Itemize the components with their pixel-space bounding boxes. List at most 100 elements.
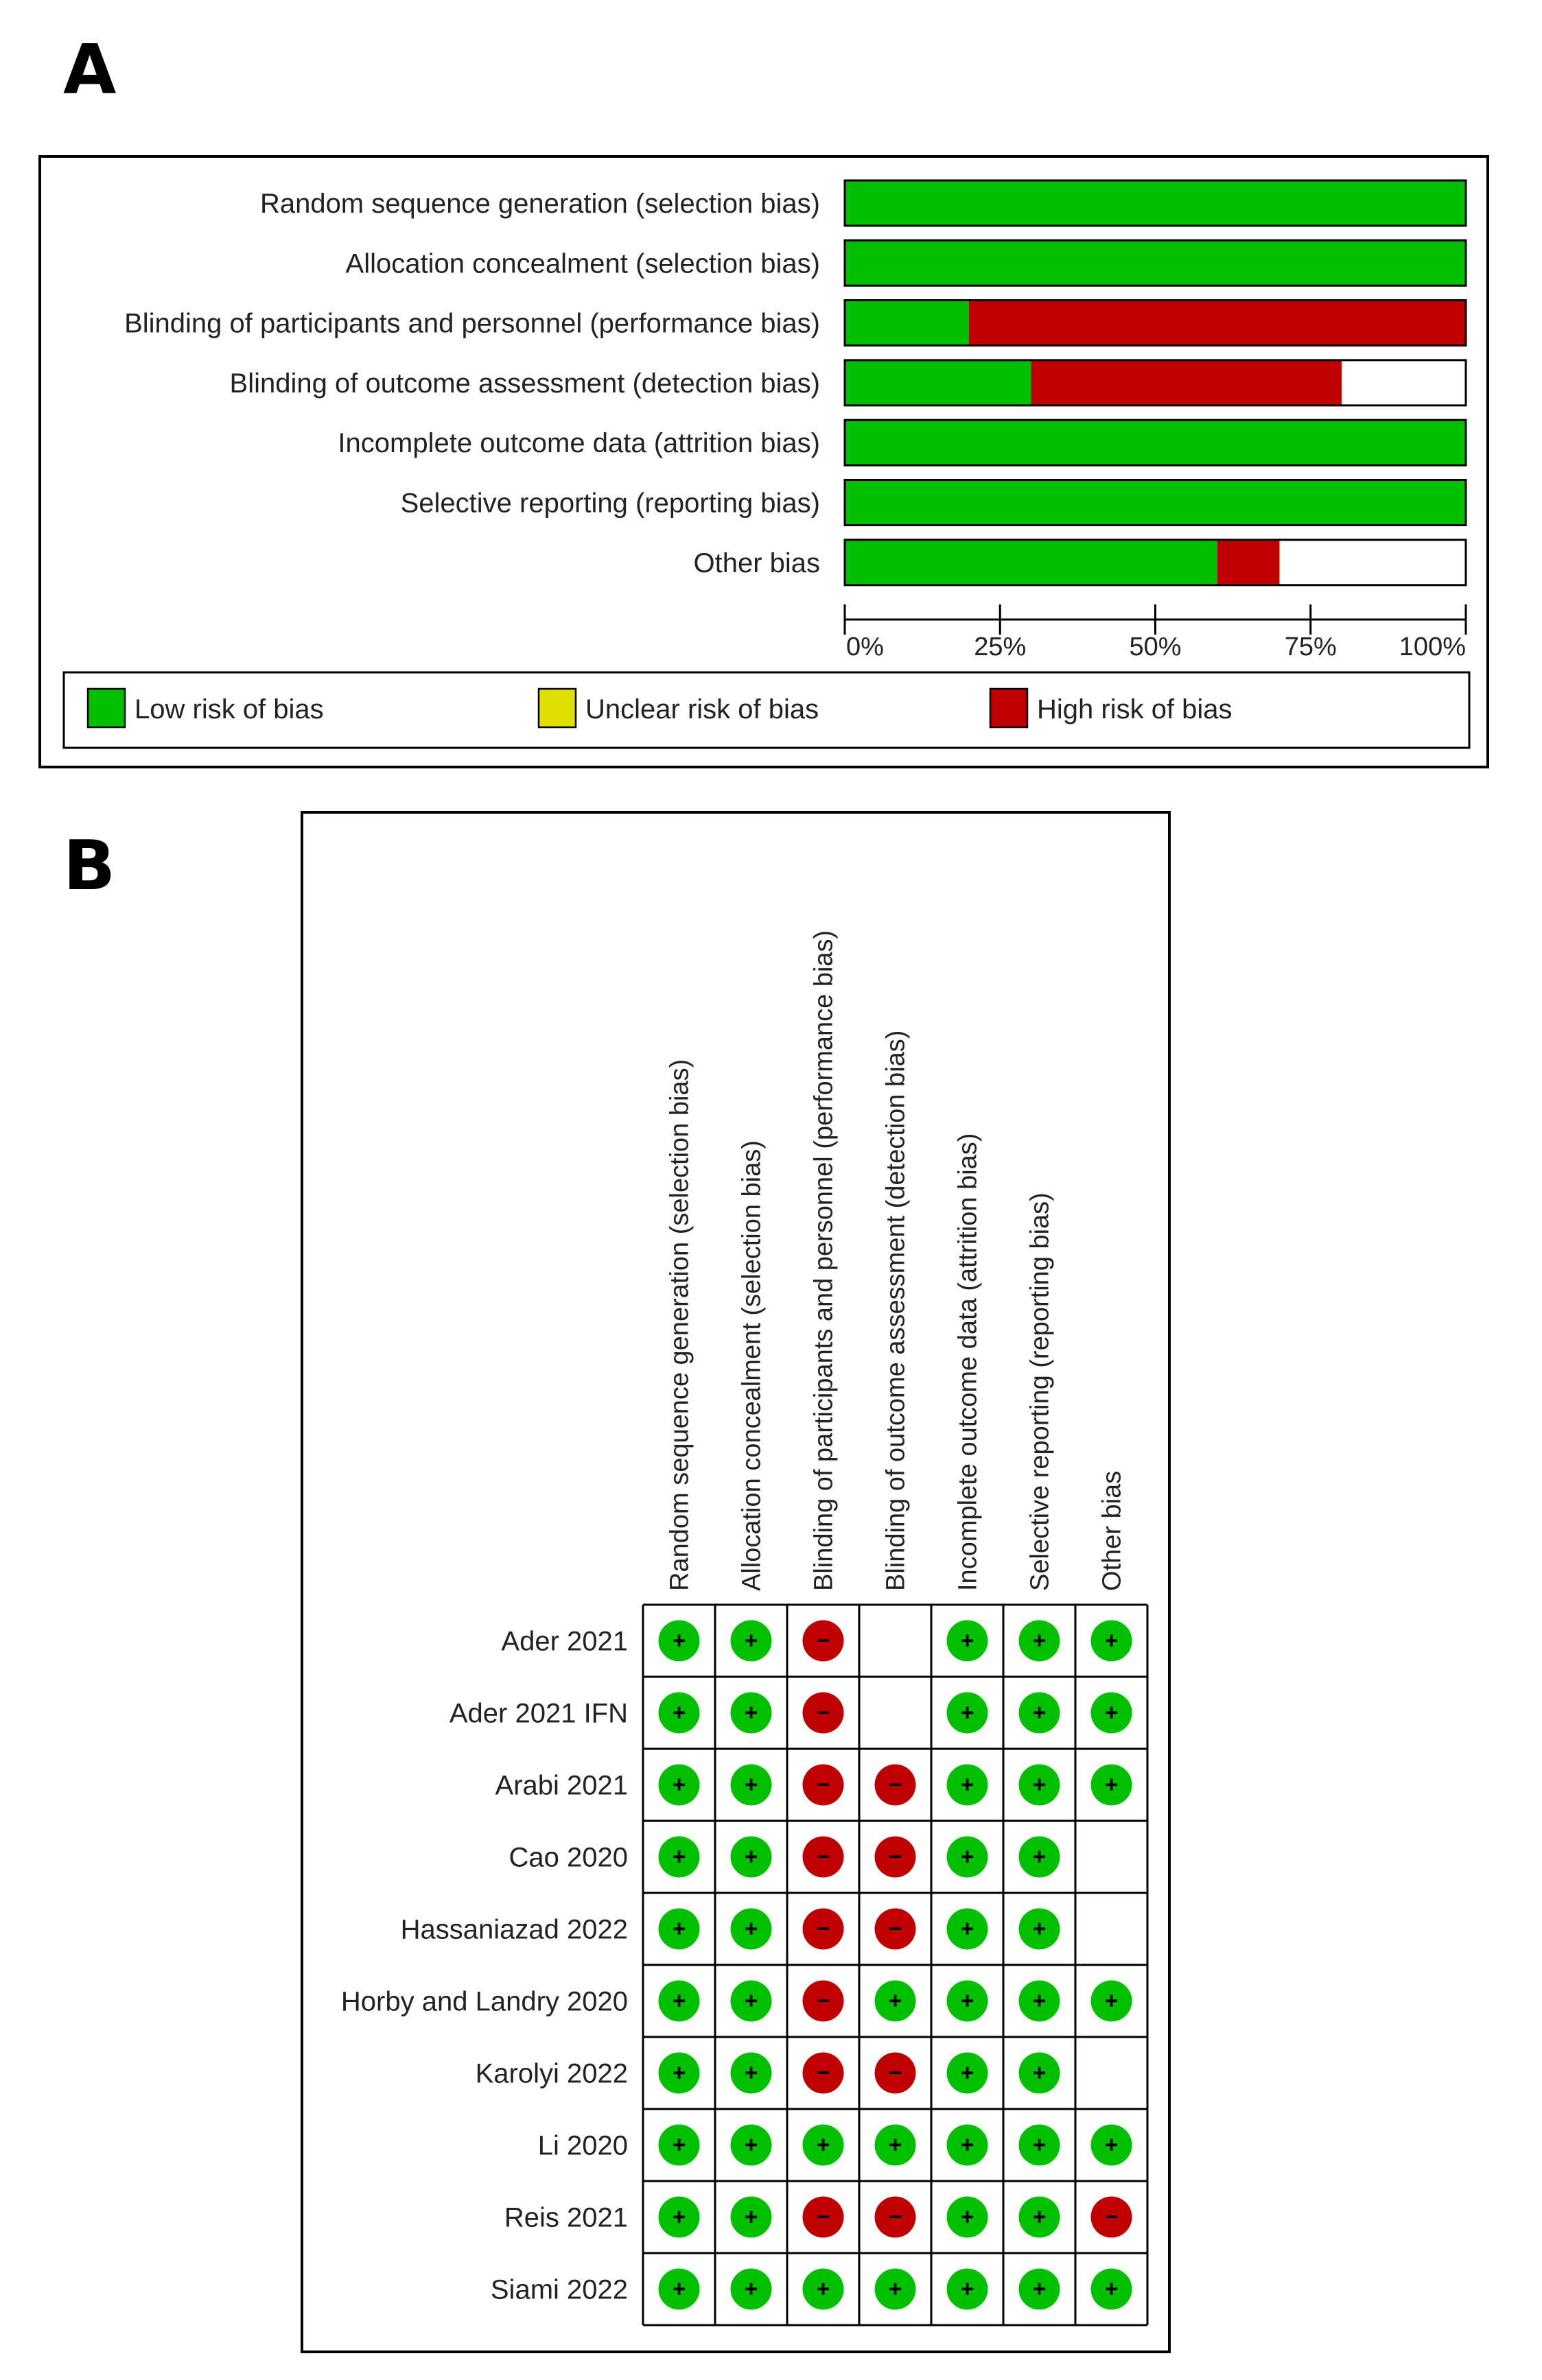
category-label: Other bias [693, 548, 820, 578]
low-risk-icon [658, 1836, 700, 1878]
study-label: Karolyi 2022 [476, 2059, 628, 2089]
high-risk-icon [802, 2052, 844, 2094]
category-label: Allocation concealment (selection bias) [346, 248, 820, 279]
low-risk-icon [658, 1764, 700, 1806]
plus-icon: + [673, 1844, 686, 1870]
low-risk-icon [730, 2052, 772, 2094]
panel-b-frame [301, 811, 1171, 2353]
low-risk-icon [658, 1908, 700, 1950]
study-label: Cao 2020 [509, 1843, 628, 1873]
low-risk-icon [1018, 1908, 1060, 1950]
plus-icon: + [961, 2060, 974, 2086]
low-risk-icon [1018, 1692, 1060, 1734]
bar-segment-low [845, 539, 1217, 585]
plus-icon: + [1105, 2132, 1119, 2158]
low-risk-icon [946, 1620, 988, 1662]
plus-icon: + [745, 1988, 758, 2014]
high-risk-icon [802, 1692, 844, 1734]
low-risk-icon [1018, 1620, 1060, 1662]
study-label: Hassaniazad 2022 [401, 1915, 628, 1945]
bar-outline [843, 479, 1467, 526]
column-header: Incomplete outcome data (attrition bias) [954, 1133, 983, 1591]
panel-a-frame [38, 155, 1489, 768]
bar-outline [843, 419, 1467, 467]
high-risk-icon [874, 2196, 916, 2238]
study-label: Arabi 2021 [495, 1771, 628, 1801]
low-risk-icon [874, 2268, 916, 2310]
low-risk-icon [730, 2196, 772, 2238]
plus-icon: + [745, 1700, 758, 1726]
study-label: Horby and Landry 2020 [341, 1987, 628, 2017]
low-risk-icon [658, 1620, 700, 1662]
high-risk-icon [874, 1764, 916, 1806]
plus-icon: + [745, 2132, 758, 2158]
category-label: Blinding of outcome assessment (detectio… [230, 368, 820, 399]
x-tick-label: 50% [1129, 633, 1181, 661]
plus-icon: + [889, 2276, 902, 2302]
plus-icon: + [1033, 1772, 1047, 1798]
bar-outline [843, 239, 1467, 287]
plus-icon: + [1033, 1988, 1047, 2014]
category-label: Selective reporting (reporting bias) [401, 488, 820, 519]
plus-icon: + [961, 1988, 974, 2014]
plus-icon: + [745, 1628, 758, 1654]
column-header: Selective reporting (reporting bias) [1026, 1192, 1055, 1591]
study-label: Siami 2022 [491, 2275, 628, 2305]
study-label: Reis 2021 [504, 2203, 628, 2233]
low-risk-icon [658, 1980, 700, 2022]
low-risk-icon [658, 2268, 700, 2310]
panel-a-label: A [63, 30, 117, 110]
column-header: Blinding of outcome assessment (detectio… [882, 1030, 911, 1591]
low-risk-icon [730, 1692, 772, 1734]
low-risk-icon [658, 2052, 700, 2094]
bar-segment-high [1217, 539, 1280, 585]
plus-icon: + [673, 1628, 686, 1654]
low-risk-icon [730, 1908, 772, 1950]
high-risk-icon [874, 1836, 916, 1878]
plus-icon: + [745, 2060, 758, 2086]
low-risk-icon [730, 1980, 772, 2022]
bar-segment-low [845, 240, 1466, 286]
plus-icon: + [1033, 1844, 1047, 1870]
high-risk-icon [802, 1620, 844, 1662]
column-header: Blinding of participants and personnel (… [810, 930, 839, 1591]
plus-icon: + [1105, 1628, 1119, 1654]
plus-icon: + [817, 2132, 830, 2158]
low-risk-icon [1090, 1692, 1132, 1734]
low-risk-icon [1018, 2124, 1060, 2166]
minus-icon: − [817, 1988, 830, 2014]
low-risk-icon [730, 1620, 772, 1662]
category-label: Random sequence generation (selection bi… [260, 189, 820, 219]
plus-icon: + [961, 1916, 974, 1942]
plus-icon: + [1105, 1700, 1119, 1726]
low-risk-icon [1018, 2052, 1060, 2094]
bar-outline [843, 539, 1467, 587]
x-tick-label: 100% [1399, 633, 1466, 661]
low-risk-icon [730, 1764, 772, 1806]
plus-icon: + [673, 2060, 686, 2086]
category-label: Incomplete outcome data (attrition bias) [338, 428, 820, 458]
low-risk-icon [1018, 2268, 1060, 2310]
legend-box [62, 671, 1471, 749]
plus-icon: + [745, 1916, 758, 1942]
plus-icon: + [961, 2132, 974, 2158]
minus-icon: − [1105, 2204, 1119, 2230]
bar-segment-low [845, 180, 1466, 226]
plus-icon: + [961, 1628, 974, 1654]
legend-label: Low risk of bias [135, 694, 324, 724]
low-risk-icon [658, 2124, 700, 2166]
bar-outline [843, 179, 1467, 227]
legend-label: High risk of bias [1037, 694, 1233, 724]
low-risk-icon [802, 2268, 844, 2310]
column-header: Random sequence generation (selection bi… [666, 1059, 694, 1591]
panel-b-label: B [63, 825, 116, 906]
minus-icon: − [817, 1844, 830, 1870]
bar-segment-low [845, 420, 1466, 466]
minus-icon: − [889, 2204, 902, 2230]
minus-icon: − [817, 1628, 830, 1654]
low-risk-icon [946, 2268, 988, 2310]
high-risk-icon [802, 1980, 844, 2022]
low-risk-icon [1018, 1764, 1060, 1806]
low-risk-icon [874, 1980, 916, 2022]
legend-swatch [537, 687, 577, 729]
